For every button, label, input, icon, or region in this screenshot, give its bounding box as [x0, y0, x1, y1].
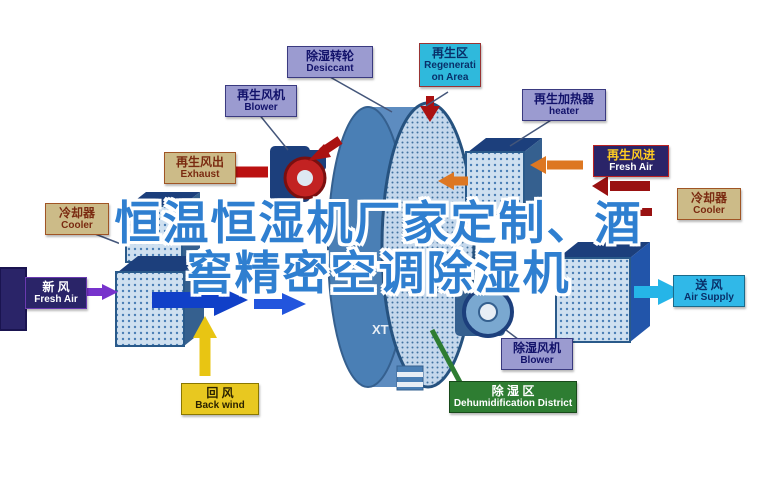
label-exhaust: 再生风出 Exhaust — [164, 152, 236, 184]
label-regeneration-area-zh: 再生区 — [431, 46, 468, 60]
label-back-wind: 回 风 Back wind — [181, 383, 259, 415]
desiccant-wheel — [327, 101, 476, 389]
dehumid-blower-fan — [455, 286, 514, 338]
wheel-logo: XT — [372, 322, 389, 337]
label-regen-air-in-zh: 再生风进 — [606, 148, 655, 162]
label-dehumid-blower-en: Blower — [520, 355, 554, 367]
wheel-drive-cylinder — [396, 365, 424, 391]
connector-dehumid-district — [429, 328, 465, 388]
label-dehumid-district: 除 湿 区 Dehumidification District — [449, 381, 577, 413]
regen-heater-unit — [465, 138, 542, 215]
arrow-back-wind — [193, 316, 217, 376]
label-regen-blower: 再生风机 Blower — [225, 85, 297, 117]
label-back-wind-en: Back wind — [195, 400, 245, 412]
arrow-air-supply — [634, 279, 684, 305]
label-desiccant: 除湿转轮 Desiccant — [287, 46, 373, 78]
label-exhaust-zh: 再生风出 — [175, 155, 224, 169]
label-dehumid-blower-zh: 除湿风机 — [512, 341, 561, 355]
label-regen-heater: 再生加热器 heater — [522, 89, 606, 121]
label-cooler-left-zh: 冷却器 — [58, 206, 95, 220]
arrow-fresh-air-2 — [86, 284, 118, 300]
label-cooler-right: 冷却器 Cooler — [677, 188, 741, 220]
label-cooler-left-en: Cooler — [61, 220, 93, 232]
label-regen-blower-zh: 再生风机 — [236, 88, 285, 102]
label-dehumid-district-zh: 除 湿 区 — [491, 384, 535, 398]
label-fresh-air-left-zh: 新 风 — [42, 280, 70, 294]
label-air-supply-en: Air Supply — [683, 292, 734, 304]
arrow-regen-area-down — [420, 96, 440, 122]
arrow-regen-air-in-lower — [604, 203, 652, 221]
arrow-wheel-to-blower — [308, 136, 343, 161]
label-cooler-right-zh: 冷却器 — [690, 191, 727, 205]
regen-blower-unit — [270, 146, 327, 202]
label-regen-heater-zh: 再生加热器 — [533, 92, 594, 106]
label-air-supply-zh: 送 风 — [695, 278, 723, 292]
label-fresh-air-left-en: Fresh Air — [34, 294, 78, 306]
arrow-heater-in — [530, 156, 583, 174]
arrow-process-air-1 — [152, 284, 248, 316]
label-desiccant-zh: 除湿转轮 — [305, 49, 354, 63]
label-dehumid-district-en: Dehumidification District — [453, 398, 573, 410]
label-regeneration-area-en: Regeneration Area — [424, 60, 476, 83]
arrow-regen-air-in-upper — [592, 176, 650, 196]
label-cooler-left: 冷却器 Cooler — [45, 203, 109, 235]
label-regen-blower-en: Blower — [244, 102, 278, 114]
label-regen-air-in-en: Fresh Air — [609, 162, 653, 174]
label-regen-heater-en: heater — [548, 106, 579, 118]
label-air-supply: 送 风 Air Supply — [673, 275, 745, 307]
label-regen-air-in: 再生风进 Fresh Air — [593, 145, 669, 177]
label-exhaust-en: Exhaust — [180, 169, 220, 181]
label-cooler-right-en: Cooler — [693, 205, 725, 217]
label-desiccant-en: Desiccant — [306, 63, 354, 75]
label-back-wind-zh: 回 风 — [206, 386, 234, 400]
label-fresh-air-left: 新 风 Fresh Air — [25, 277, 87, 309]
arrow-process-air-2 — [254, 293, 306, 315]
fresh-air-inlet-box — [0, 267, 27, 331]
label-dehumid-blower: 除湿风机 Blower — [501, 338, 573, 370]
left-cooler-unit — [125, 192, 200, 263]
label-regeneration-area: 再生区 Regeneration Area — [419, 43, 481, 87]
arrow-heater-to-wheel — [438, 172, 468, 190]
